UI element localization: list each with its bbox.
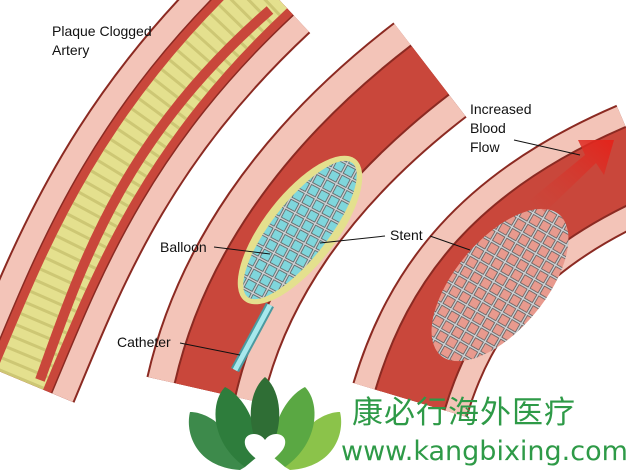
leader-lines	[179, 139, 581, 356]
label-line: Plaque Clogged	[52, 23, 152, 39]
clogged-artery	[0, 0, 311, 403]
plaque	[0, 0, 288, 390]
balloon-artery	[146, 22, 467, 405]
brand-url[interactable]: www.kangbixing.com	[341, 436, 626, 467]
label-catheter: Catheter	[117, 334, 171, 350]
label-line: Artery	[52, 42, 90, 58]
stented-artery	[352, 104, 626, 418]
stent-collapsed	[243, 160, 357, 300]
brand-name: 康必行海外医疗	[352, 395, 576, 431]
label-balloon: Balloon	[160, 239, 207, 255]
label-line: Flow	[470, 139, 500, 155]
lotus-logo	[188, 377, 342, 470]
label-line: Blood	[470, 120, 506, 136]
stent-expanded	[431, 208, 569, 362]
blood-flow-arrow	[530, 140, 614, 212]
label-stent: Stent	[390, 227, 423, 243]
label-line: Increased	[470, 101, 532, 117]
heart-icon	[244, 434, 286, 467]
label-plaque-clogged-artery: Plaque Clogged Artery	[52, 22, 152, 60]
label-increased-blood-flow: Increased Blood Flow	[470, 100, 531, 157]
